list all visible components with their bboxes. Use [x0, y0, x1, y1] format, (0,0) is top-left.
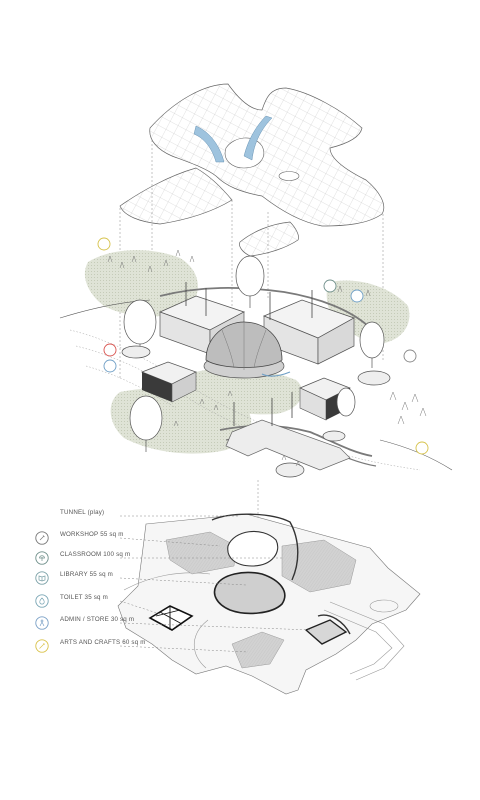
planter — [121, 345, 151, 359]
marker-blue-top — [350, 289, 364, 303]
marker-yellow-top — [97, 237, 111, 251]
legend-label: LIBRARY 55 sq m — [60, 571, 113, 578]
planter — [275, 462, 305, 478]
roof-canopy-layer — [119, 83, 385, 257]
legend-marker — [35, 594, 49, 608]
legend-marker — [35, 616, 49, 630]
tree-icon — [39, 555, 45, 561]
legend-label: TUNNEL (play) — [60, 509, 104, 516]
tree — [336, 387, 356, 417]
marker-red — [103, 343, 117, 357]
roof-skylight — [278, 171, 300, 181]
roof-panel-left — [119, 167, 233, 225]
zone-workshop — [165, 531, 237, 575]
tree — [129, 395, 163, 441]
site-path-upper — [159, 287, 369, 327]
legend-label: WORKSHOP 55 sq m — [60, 531, 124, 538]
roof-arrow-left — [193, 125, 225, 163]
tree — [123, 299, 157, 345]
legend-leader-line — [119, 600, 161, 615]
book-icon — [38, 575, 46, 582]
zone-library — [213, 571, 286, 615]
planter — [357, 370, 391, 386]
legend: TUNNEL (play) WORKSHOP 55 sq m CLASSROOM 1… — [35, 509, 313, 653]
tool-icon — [39, 535, 45, 541]
walkway-lower — [225, 419, 351, 471]
legend-leader-line — [119, 537, 221, 547]
site-model-layer — [59, 237, 453, 478]
legend-leader-line — [119, 622, 313, 631]
legend-label: TOILET 35 sq m — [60, 594, 108, 601]
roof-panel-small — [239, 221, 299, 257]
marker-grey-right — [403, 349, 417, 363]
marker-yellow-right — [415, 441, 429, 455]
legend-label: CLASSROOM 100 sq m — [60, 551, 130, 558]
roof-arrow-right — [243, 115, 273, 161]
tree — [359, 321, 385, 359]
roof-canopy-main — [149, 83, 385, 227]
brush-icon — [39, 642, 46, 649]
ground-vegetation-left — [84, 250, 198, 317]
drop-icon — [39, 597, 45, 605]
zone-admin — [304, 619, 348, 645]
marker-blue-left — [103, 359, 117, 373]
planter — [322, 430, 346, 442]
zone-classroom — [281, 539, 357, 593]
legend-leader-line — [119, 645, 249, 653]
person-icon — [39, 619, 45, 627]
tree — [235, 255, 265, 297]
marker-right-top — [323, 279, 337, 293]
legend-label: ARTS AND CRAFTS 60 sq m — [60, 639, 146, 646]
legend-leader-line — [119, 577, 247, 586]
legend-label: ADMIN / STORE 30 sq m — [60, 616, 134, 623]
planter-plan — [369, 599, 399, 613]
roof-canopy-cutout — [224, 137, 264, 169]
floor-plan-layer — [117, 513, 421, 695]
zone-tunnel — [227, 530, 279, 567]
zone-arts — [231, 631, 285, 669]
